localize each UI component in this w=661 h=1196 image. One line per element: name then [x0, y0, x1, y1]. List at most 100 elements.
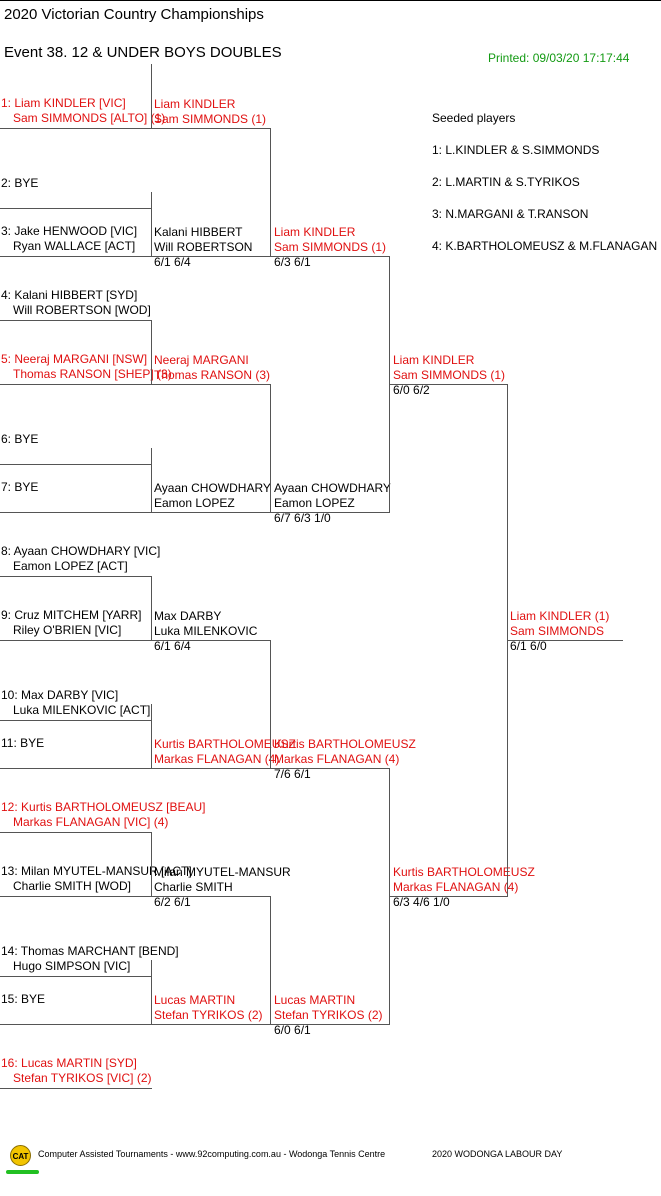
bracket-line [0, 1024, 152, 1025]
bracket-line [0, 976, 152, 977]
round1-player: 3: Jake HENWOOD [VIC] [1, 224, 138, 238]
bracket-line [0, 384, 152, 385]
round3-player: Lucas MARTIN [274, 993, 356, 1007]
round1-player: 13: Milan MYUTEL-MANSUR [ACT] [1, 864, 192, 878]
seed-item: 4: K.BARTHOLOMEUSZ & M.FLANAGAN [432, 239, 658, 253]
bracket-line [0, 320, 152, 321]
bracket-line [151, 576, 152, 640]
bracket-line [0, 512, 152, 513]
round2-score: 6/1 6/4 [154, 639, 191, 653]
seeds-heading: Seeded players [432, 111, 516, 125]
round1-player: 14: Thomas MARCHANT [BEND] [1, 944, 179, 958]
champion-player: Liam KINDLER (1) [510, 609, 610, 623]
round1-player: 1: Liam KINDLER [VIC] [1, 96, 126, 110]
seed-item: 3: N.MARGANI & T.RANSON [432, 207, 589, 221]
round1-partner: Riley O'BRIEN [VIC] [13, 623, 122, 637]
bracket-line [389, 768, 390, 1024]
round3-player: Ayaan CHOWDHARY [274, 481, 391, 495]
bracket-line [0, 832, 152, 833]
round2-player: Neeraj MARGANI [154, 353, 249, 367]
bracket-line [0, 720, 152, 721]
cat-logo-icon: CAT [10, 1145, 31, 1166]
champion-partner: Sam SIMMONDS [510, 624, 605, 638]
bracket-line [151, 960, 152, 1024]
round1-player: 12: Kurtis BARTHOLOMEUSZ [BEAU] [1, 800, 206, 814]
round3-player: Kurtis BARTHOLOMEUSZ [274, 737, 416, 751]
round1-partner: Thomas RANSON [SHEP] (3) [13, 367, 172, 381]
seed-item: 1: L.KINDLER & S.SIMMONDS [432, 143, 600, 157]
round1-partner: Charlie SMITH [WOD] [13, 879, 132, 893]
round1-player: 10: Max DARBY [VIC] [1, 688, 119, 702]
bracket-line [507, 384, 508, 896]
bracket-line [508, 640, 623, 641]
seed-item: 2: L.MARTIN & S.TYRIKOS [432, 175, 580, 189]
round1-player: 4: Kalani HIBBERT [SYD] [1, 288, 138, 302]
round1-player: 15: BYE [1, 992, 46, 1006]
round1-partner: Luka MILENKOVIC [ACT] [13, 703, 151, 717]
round2-player: Kurtis BARTHOLOMEUSZ [154, 737, 296, 751]
bracket-line [270, 128, 271, 256]
printed-timestamp: Printed: 09/03/20 17:17:44 [488, 51, 630, 65]
bracket-line [152, 384, 271, 385]
round1-partner: Eamon LOPEZ [ACT] [13, 559, 128, 573]
round3-partner: Markas FLANAGAN (4) [274, 752, 400, 766]
round3-score: 6/3 6/1 [274, 255, 311, 269]
page-title: 2020 Victorian Country Championships [4, 6, 264, 23]
bracket-line [0, 576, 152, 577]
round1-player: 16: Lucas MARTIN [SYD] [1, 1056, 137, 1070]
bracket-line [152, 640, 271, 641]
semi-player: Kurtis BARTHOLOMEUSZ [393, 865, 535, 879]
round3-partner: Sam SIMMONDS (1) [274, 240, 387, 254]
round1-player: 7: BYE [1, 480, 39, 494]
bracket-line [151, 448, 152, 512]
semi-partner: Sam SIMMONDS (1) [393, 368, 506, 382]
bracket-line [0, 128, 152, 129]
round1-partner: Ryan WALLACE [ACT] [13, 239, 136, 253]
semi-player: Liam KINDLER [393, 353, 475, 367]
logo-underline [6, 1170, 39, 1174]
round2-player: Lucas MARTIN [154, 993, 236, 1007]
round2-partner: Will ROBERTSON [154, 240, 253, 254]
round1-partner: Markas FLANAGAN [VIC] (4) [13, 815, 169, 829]
bracket-line [0, 640, 152, 641]
bracket-line [151, 320, 152, 384]
bracket-line [151, 64, 152, 128]
bracket-line [0, 1088, 152, 1089]
bracket-line [151, 192, 152, 256]
final-score: 6/1 6/0 [510, 639, 547, 653]
round1-player: 9: Cruz MITCHEM [YARR] [1, 608, 142, 622]
round1-player: 11: BYE [1, 736, 45, 750]
round2-player: Ayaan CHOWDHARY [154, 481, 271, 495]
round1-player: 8: Ayaan CHOWDHARY [VIC] [1, 544, 161, 558]
semi-score: 6/3 4/6 1/0 [393, 895, 450, 909]
bracket-line [151, 704, 152, 768]
bracket-line [270, 640, 271, 768]
round2-partner: Thomas RANSON (3) [154, 368, 271, 382]
bracket-line [0, 256, 152, 257]
round3-score: 6/0 6/1 [274, 1023, 311, 1037]
bracket-line [152, 1024, 271, 1025]
round3-score: 6/7 6/3 1/0 [274, 511, 331, 525]
semi-partner: Markas FLANAGAN (4) [393, 880, 519, 894]
bracket-line [390, 896, 508, 897]
round1-partner: Hugo SIMPSON [VIC] [13, 959, 131, 973]
bracket-line [271, 512, 390, 513]
round2-score: 6/1 6/4 [154, 255, 191, 269]
bracket-line [152, 128, 271, 129]
round2-player: Liam KINDLER [154, 97, 236, 111]
round3-partner: Eamon LOPEZ [274, 496, 355, 510]
bracket-line [152, 896, 271, 897]
round2-partner: Stefan TYRIKOS (2) [154, 1008, 263, 1022]
round2-score: 6/2 6/1 [154, 895, 191, 909]
bracket-line [270, 384, 271, 512]
event-title: Event 38. 12 & UNDER BOYS DOUBLES [4, 44, 282, 61]
bracket-line [151, 832, 152, 896]
bracket-line [152, 256, 271, 257]
round2-partner: Eamon LOPEZ [154, 496, 235, 510]
round2-player: Milan MYUTEL-MANSUR [154, 865, 291, 879]
bracket-line [389, 256, 390, 512]
round1-partner: Will ROBERTSON [WOD] [13, 303, 151, 317]
semi-score: 6/0 6/2 [393, 383, 430, 397]
bracket-line [271, 768, 390, 769]
footer-credit: Computer Assisted Tournaments - www.92co… [38, 1149, 386, 1159]
